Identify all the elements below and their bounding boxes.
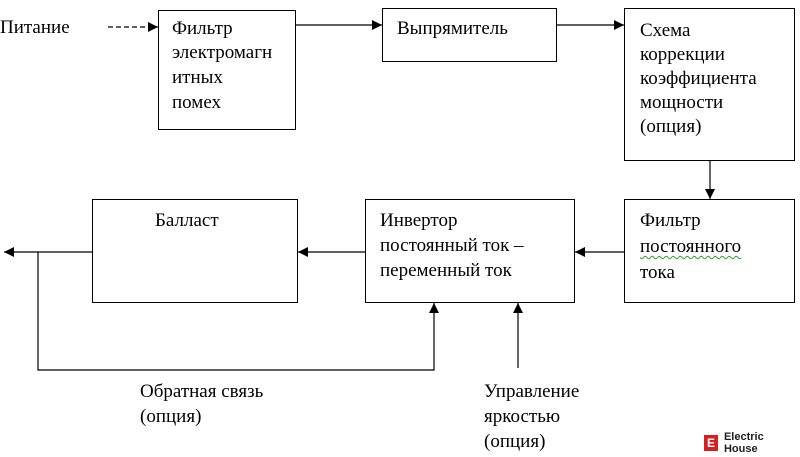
- emi-filter-block: [158, 10, 296, 130]
- inverter-block: [365, 199, 575, 303]
- pfc-label-line2: коррекции: [640, 44, 725, 65]
- watermark-logo: E Electric House: [704, 431, 800, 455]
- feedback-label-line2: (опция): [140, 406, 202, 427]
- pfc-label-line1: Схема: [640, 20, 691, 41]
- emi-filter-label-line3: итных: [172, 67, 223, 88]
- rectifier-block: [382, 8, 557, 62]
- watermark-logo-icon: E: [704, 435, 718, 451]
- feedback-label-line1: Обратная связь: [140, 381, 264, 402]
- pfc-block: [624, 8, 795, 161]
- watermark-text: Electric House: [723, 431, 764, 455]
- inverter-label-line1: Инвертор: [380, 210, 458, 231]
- dc-filter-block: [624, 199, 795, 303]
- emi-filter-label-line1: Фильтр: [172, 18, 233, 39]
- emi-filter-label-line2: электромагн: [172, 42, 273, 63]
- pfc-label-line4: мощности: [640, 92, 724, 113]
- pfc-label-line3: коэффициента: [640, 68, 757, 89]
- rectifier-label: Выпрямитель: [397, 18, 508, 39]
- dimming-label-line3: (опция): [484, 431, 546, 452]
- dimming-label-line2: яркостью: [484, 406, 561, 427]
- ballast-block: [92, 199, 298, 303]
- emi-filter-label-line4: помех: [172, 92, 222, 113]
- inverter-label-line2: постоянный ток –: [380, 235, 524, 256]
- feedback-loop-line: [37, 252, 439, 371]
- input-label: Питание: [0, 17, 70, 38]
- dc-filter-label-line2: постоянного: [640, 236, 742, 257]
- dc-filter-label-line1: Фильтр: [640, 210, 701, 231]
- pfc-label-line5: (опция): [640, 116, 702, 137]
- dc-filter-label-line3: тока: [640, 262, 675, 283]
- ballast-label: Балласт: [155, 210, 219, 231]
- dimming-label-line1: Управление: [484, 381, 580, 402]
- inverter-label-line3: переменный ток: [380, 260, 512, 281]
